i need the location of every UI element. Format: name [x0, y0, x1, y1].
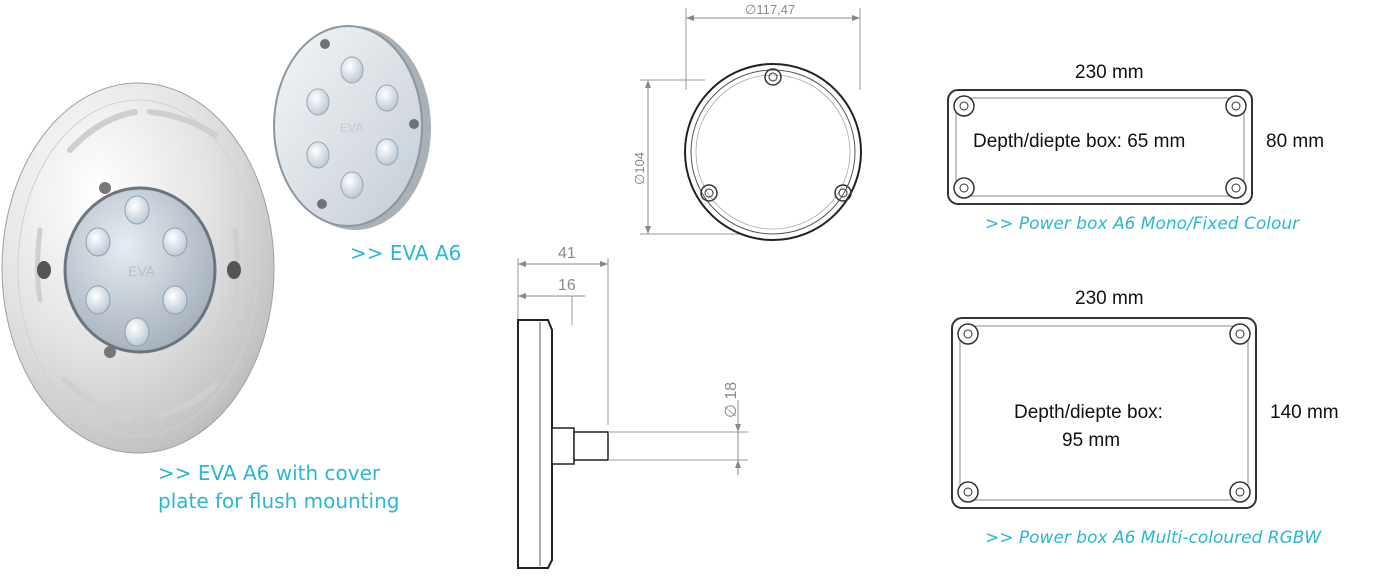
- mono-box-depth: Depth/diepte box: 65 mm: [973, 131, 1186, 152]
- rgbw-box-depth-line2: 95 mm: [1062, 430, 1121, 451]
- depth-total-label: 41: [558, 245, 576, 262]
- rgbw-box-height: 140 mm: [1270, 402, 1339, 423]
- depth-inner-label: 16: [558, 277, 576, 294]
- lens-brand-text: EVA: [128, 263, 156, 279]
- rgbw-box-width: 230 mm: [1075, 288, 1144, 309]
- eva-a6-light-image: EVA: [273, 25, 431, 230]
- power-box-mono-drawing: [947, 89, 1253, 205]
- front-view: ∅117,47 ∅104: [632, 2, 862, 241]
- cable-diameter-label: ∅ 18: [723, 382, 740, 418]
- power-box-rgbw-drawing: [951, 317, 1257, 509]
- top-diameter-label: ∅117,47: [745, 2, 795, 17]
- rgbw-box-caption: >> Power box A6 Multi-coloured RGBW: [985, 528, 1322, 548]
- eva-a6-label: >> EVA A6: [350, 241, 462, 265]
- mono-box-width: 230 mm: [1075, 62, 1144, 83]
- light-brand-text: EVA: [340, 121, 363, 135]
- eva-a6-cover-caption-line1: >> EVA A6 with cover: [158, 461, 381, 485]
- side-diameter-label: ∅104: [632, 152, 647, 185]
- mono-box-caption: >> Power box A6 Mono/Fixed Colour: [985, 214, 1300, 234]
- rgbw-box-depth-line1: Depth/diepte box:: [1014, 402, 1163, 423]
- technical-drawing: ∅117,47 ∅104 41 16: [517, 2, 862, 569]
- product-illustrations: EVA EVA: [1, 25, 431, 454]
- eva-a6-cover-caption-line2: plate for flush mounting: [158, 489, 400, 513]
- side-view: 41 16 ∅ 18: [517, 245, 748, 569]
- mono-box-height: 80 mm: [1266, 131, 1325, 152]
- eva-a6-cover-plate-image: EVA: [1, 82, 275, 454]
